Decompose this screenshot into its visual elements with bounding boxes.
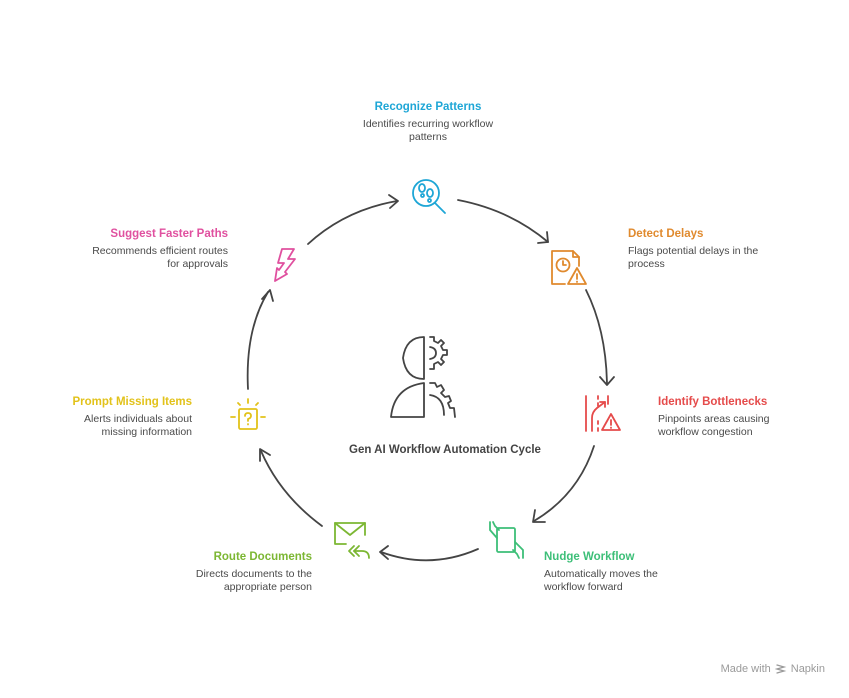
step-recognize-patterns: Recognize Patterns Identifies recurring … [340, 101, 516, 143]
step-description-line: Alerts individuals about [84, 413, 192, 425]
lightning-arrow-icon [274, 248, 296, 282]
step-title: Recognize Patterns [374, 101, 482, 113]
step-description-line: process [628, 257, 665, 270]
step-title: Prompt Missing Items [72, 396, 193, 408]
arrow-nudge-to-route [379, 545, 479, 562]
step-title: Detect Delays [628, 228, 704, 240]
step-title: Route Documents [213, 551, 312, 563]
step-description-line: Automatically moves the [544, 568, 658, 580]
brand-name: Napkin [790, 663, 825, 675]
step-detect-delays: Detect Delays Flags potential delays in … [628, 228, 778, 270]
road-merge-warning-icon [585, 395, 621, 432]
document-clock-warning-icon [551, 250, 587, 285]
arrow-suggest-to-recognize [307, 194, 399, 245]
step-route-documents: Route Documents Directs documents to the… [160, 551, 312, 593]
step-description-line: Flags potential delays in the [628, 245, 759, 257]
step-identify-bottlenecks: Identify Bottlenecks Pinpoints areas cau… [658, 396, 808, 438]
arrow-route-to-prompt [259, 448, 323, 527]
person-gear-icon [390, 336, 456, 418]
arrow-prompt-to-suggest [246, 289, 274, 390]
step-description-line: appropriate person [223, 580, 312, 593]
footprints-magnifier-icon [412, 179, 446, 214]
step-description-line: missing information [101, 425, 192, 438]
diagram-title: Gen AI Workflow Automation Cycle [349, 444, 541, 456]
envelope-forward-icon [334, 522, 370, 559]
arrow-identify-to-nudge [532, 445, 595, 523]
step-description-line: Recommends efficient routes [92, 245, 228, 257]
step-title: Suggest Faster Paths [110, 228, 228, 240]
step-description-line: patterns [409, 130, 447, 143]
step-description-line: Directs documents to the [195, 568, 312, 580]
step-description-line: for approvals [167, 257, 228, 270]
footer-attribution[interactable]: Made with Napkin [721, 663, 825, 675]
step-description-line: Identifies recurring workflow [362, 118, 494, 130]
arrow-detect-to-identify [585, 289, 615, 386]
step-description-line: Pinpoints areas causing [658, 413, 770, 425]
step-description-line: workflow forward [544, 580, 623, 593]
step-title: Nudge Workflow [544, 551, 635, 563]
hands-tablet-icon [489, 521, 524, 559]
step-description-line: workflow congestion [658, 425, 753, 438]
arrow-recognize-to-detect [457, 199, 549, 244]
question-box-alert-icon [230, 398, 266, 430]
step-suggest-faster-paths: Suggest Faster Paths Recommends efficien… [70, 228, 228, 270]
step-nudge-workflow: Nudge Workflow Automatically moves the w… [544, 551, 694, 593]
step-prompt-missing-items: Prompt Missing Items Alerts individuals … [50, 396, 193, 438]
napkin-logo-icon [774, 664, 787, 674]
step-title: Identify Bottlenecks [658, 396, 768, 408]
made-with-text: Made with [720, 663, 771, 675]
